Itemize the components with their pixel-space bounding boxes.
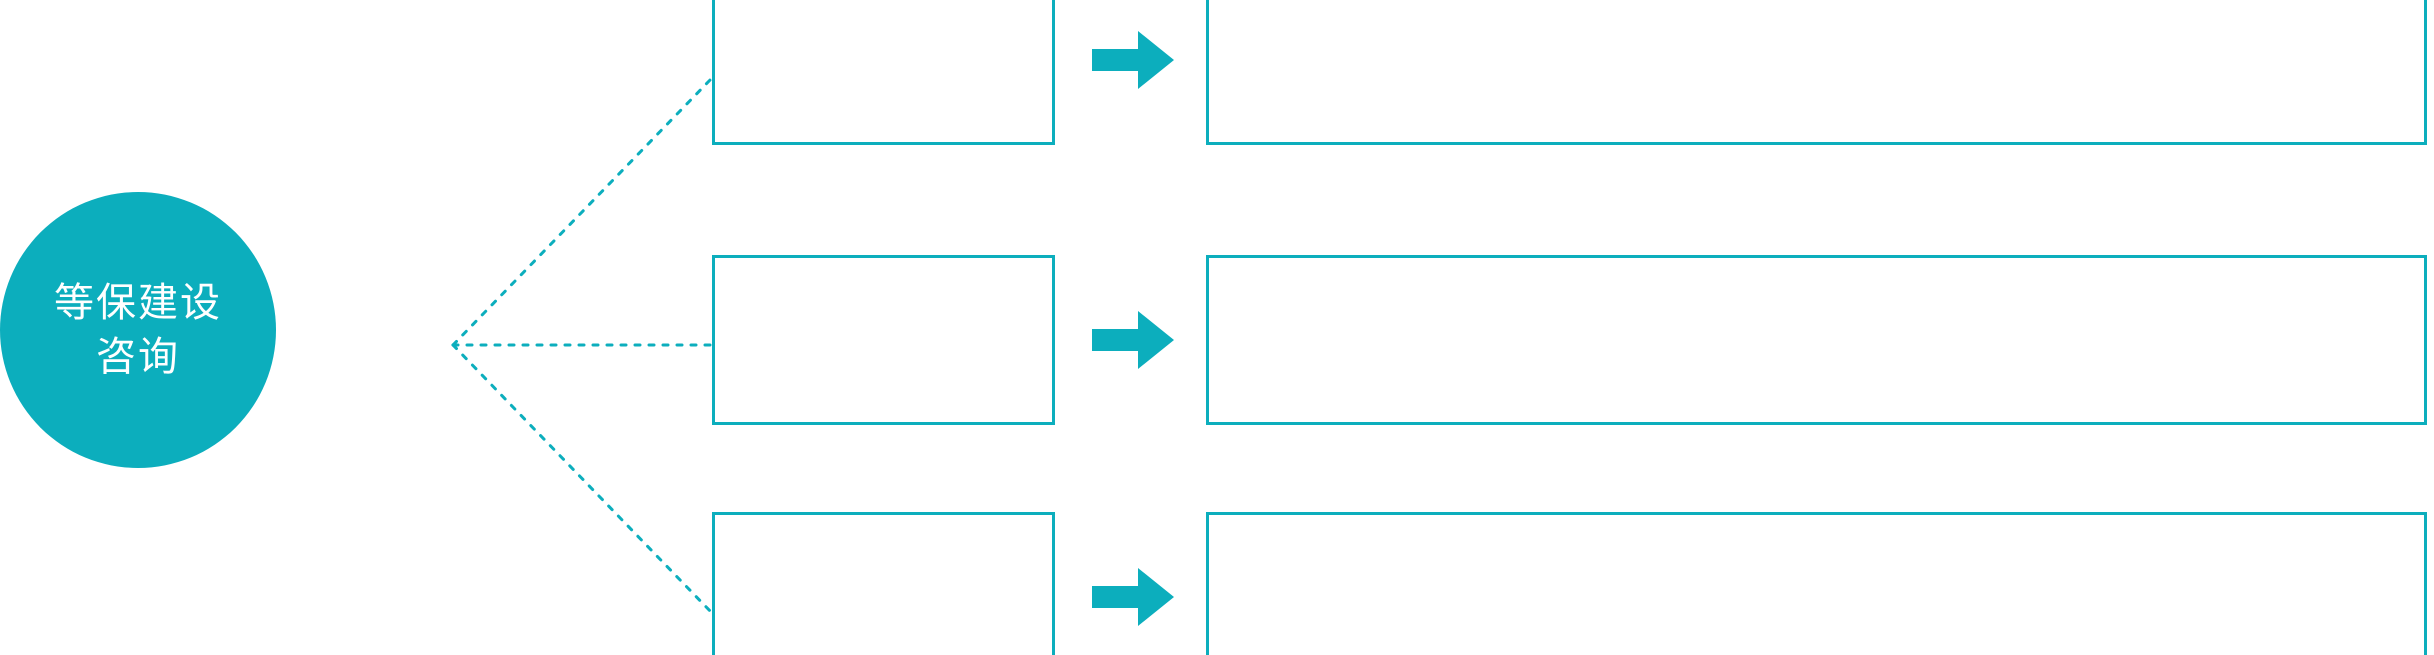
detail-box[interactable] — [1206, 255, 2427, 425]
detail-box[interactable] — [1206, 512, 2427, 655]
diagram-row — [0, 0, 2434, 145]
arrow-right-icon — [1092, 25, 1174, 95]
stage-box[interactable] — [712, 255, 1055, 425]
hub-label-line-2: 咨询 — [96, 335, 180, 379]
diagram-row — [0, 512, 2434, 655]
arrow-right-icon — [1092, 305, 1174, 375]
hub-label-line-1: 等保建设 — [54, 281, 222, 325]
stage-box[interactable] — [712, 512, 1055, 655]
stage-box[interactable] — [712, 0, 1055, 145]
diagram-row — [0, 255, 2434, 425]
arrow-right-icon — [1092, 562, 1174, 632]
detail-box[interactable] — [1206, 0, 2427, 145]
hub-circle[interactable]: 等保建设 咨询 — [0, 192, 276, 468]
